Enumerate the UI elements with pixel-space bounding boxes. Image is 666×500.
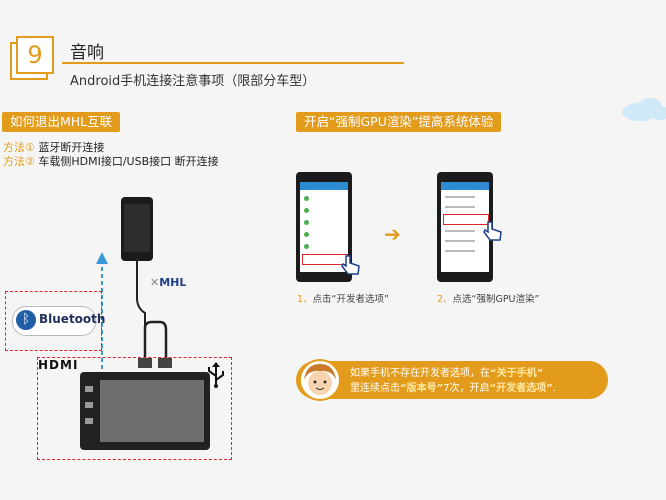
step-2-num: 2、 xyxy=(437,294,453,305)
page-subtitle: Android手机连接注意事项（限部分车型） xyxy=(70,74,316,89)
phone-screenshot-1 xyxy=(296,172,352,282)
mhl-logo: ✕MHL xyxy=(150,276,187,289)
usb-icon xyxy=(208,362,224,388)
title-underline xyxy=(62,62,404,64)
bluetooth-label: Bluetooth xyxy=(39,312,106,326)
note-banner xyxy=(296,361,608,399)
phone-screenshot-2 xyxy=(437,172,493,282)
note-highlight-3: “开发者选项” xyxy=(489,383,553,394)
note-part-3: 7次，开启 xyxy=(443,383,490,394)
step-1-num: 1、 xyxy=(297,294,313,305)
note-part-2: 里连续点击 xyxy=(350,383,400,394)
note-text: 如果手机不存在开发者选项，在“关于手机” 里连续点击“版本号”7次，开启“开发者… xyxy=(350,366,610,396)
method-1-text: 蓝牙断开连接 xyxy=(38,141,105,154)
section-number: 9 xyxy=(27,41,43,69)
hdmi-logo: HDMI xyxy=(38,358,79,372)
cloud-icon xyxy=(622,98,666,121)
step-2-caption: 2、点选“强制GPU渲染” xyxy=(437,291,539,305)
method-1-label: 方法① xyxy=(3,141,35,154)
section-number-badge: 9 xyxy=(10,36,54,80)
step-1-text: 点击“开发者选项” xyxy=(312,294,389,305)
arrow-right-icon: ➔ xyxy=(384,222,401,246)
phone-screen-1 xyxy=(300,182,348,272)
page-title: 音响 xyxy=(70,43,104,63)
method-1: 方法① 蓝牙断开连接 xyxy=(3,139,104,155)
phone-image xyxy=(121,197,153,261)
method-2: 方法② 车载侧HDMI接口/USB接口 断开连接 xyxy=(3,153,219,169)
mhl-logo-text: MHL xyxy=(159,276,187,289)
bluetooth-box: ᛒ Bluetooth xyxy=(5,291,105,351)
note-highlight-1: “关于手机” xyxy=(490,368,544,379)
head-unit-box xyxy=(37,357,232,460)
right-section-title: 开启“强制GPU渲染”提高系统体验 xyxy=(296,112,502,132)
step-2-text: 点选“强制GPU渲染” xyxy=(452,294,540,305)
car-head-unit-image xyxy=(80,372,210,450)
method-2-label: 方法② xyxy=(3,155,35,168)
bluetooth-icon: ᛒ xyxy=(16,310,36,330)
hand-pointer-icon xyxy=(341,255,360,275)
phone-screen-2 xyxy=(441,182,489,272)
left-section-title: 如何退出MHL互联 xyxy=(2,112,121,132)
method-2-text: 车载侧HDMI接口/USB接口 断开连接 xyxy=(38,155,219,168)
bluetooth-badge: ᛒ Bluetooth xyxy=(12,306,105,336)
hand-pointer-icon-2 xyxy=(483,221,502,241)
step-1-caption: 1、点击“开发者选项” xyxy=(297,291,389,305)
note-part-4: . xyxy=(552,383,556,394)
note-part-1: 如果手机不存在开发者选项，在 xyxy=(350,368,490,379)
note-highlight-2: “版本号” xyxy=(400,383,444,394)
cable-illustration xyxy=(136,258,172,368)
avatar-icon xyxy=(299,359,341,401)
